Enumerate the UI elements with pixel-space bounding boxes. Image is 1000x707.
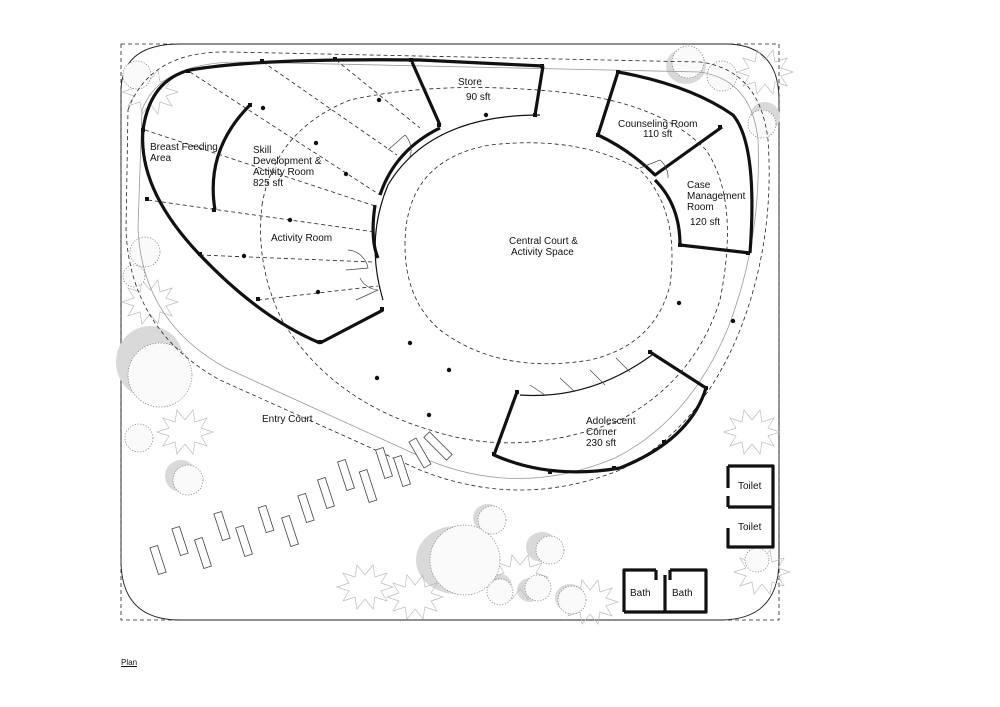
skill-development-label-1: Skill [253,145,271,156]
central-ring-wall-west [371,204,380,259]
entry-court-label: Entry Court [262,414,313,425]
shrubs [120,49,795,625]
central-court-label-1: Central Court & [509,236,578,247]
breast-feeding-label-1: Breast Feeding [150,142,218,153]
bath-block [622,568,708,614]
skill-development-label-3: Activity Room [253,167,314,178]
adolescent-corner-label-1: Adolescent [586,416,636,427]
toilet-1-label: Toilet [738,481,762,492]
bath-1-label: Bath [630,588,651,599]
plan-caption: Plan [121,658,138,667]
skill-development-area: 825 sft [253,178,283,189]
building-outer-wall [141,58,544,131]
counseling-area: 110 sft [643,129,672,140]
toilet-block [726,464,775,549]
case-management-area: 120 sft [690,217,720,228]
walkway-line [137,61,759,479]
skill-development-label-2: Development & [253,156,322,167]
case-management-label-1: Case [687,180,711,191]
skill-room-partition [211,103,252,211]
counseling-label: Counseling Room [618,119,698,130]
adolescent-corner-label-2: Corner [586,427,617,438]
store-area: 90 sft [466,92,491,103]
door-swings [345,134,669,396]
central-ring-wall [378,126,441,196]
building-outer-wall-east [617,70,754,254]
outer-dashed-ring [125,51,770,491]
central-court-label-2: Activity Space [511,247,574,258]
site-outline [120,43,780,621]
columns [141,57,750,474]
activity-wing-inner-wall [319,308,384,345]
case-management-label-3: Room [687,202,714,213]
structural-grid-lines [144,59,421,301]
toilet-2-label: Toilet [738,522,762,533]
store-label: Store [458,77,482,88]
entry-pavers [149,431,453,576]
adolescent-corner-walls [492,350,708,474]
inner-dashed-ring [260,87,728,444]
trees [122,45,777,615]
case-management-label-2: Management [687,191,746,202]
bath-2-label: Bath [672,588,693,599]
central-ring-inner-thin [374,114,541,301]
activity-room-label: Activity Room [271,233,332,244]
store-walls [410,61,545,126]
adolescent-inner-arc [519,354,653,397]
breast-feeding-label-2: Area [150,153,172,164]
adolescent-corner-area: 230 sft [586,438,616,449]
